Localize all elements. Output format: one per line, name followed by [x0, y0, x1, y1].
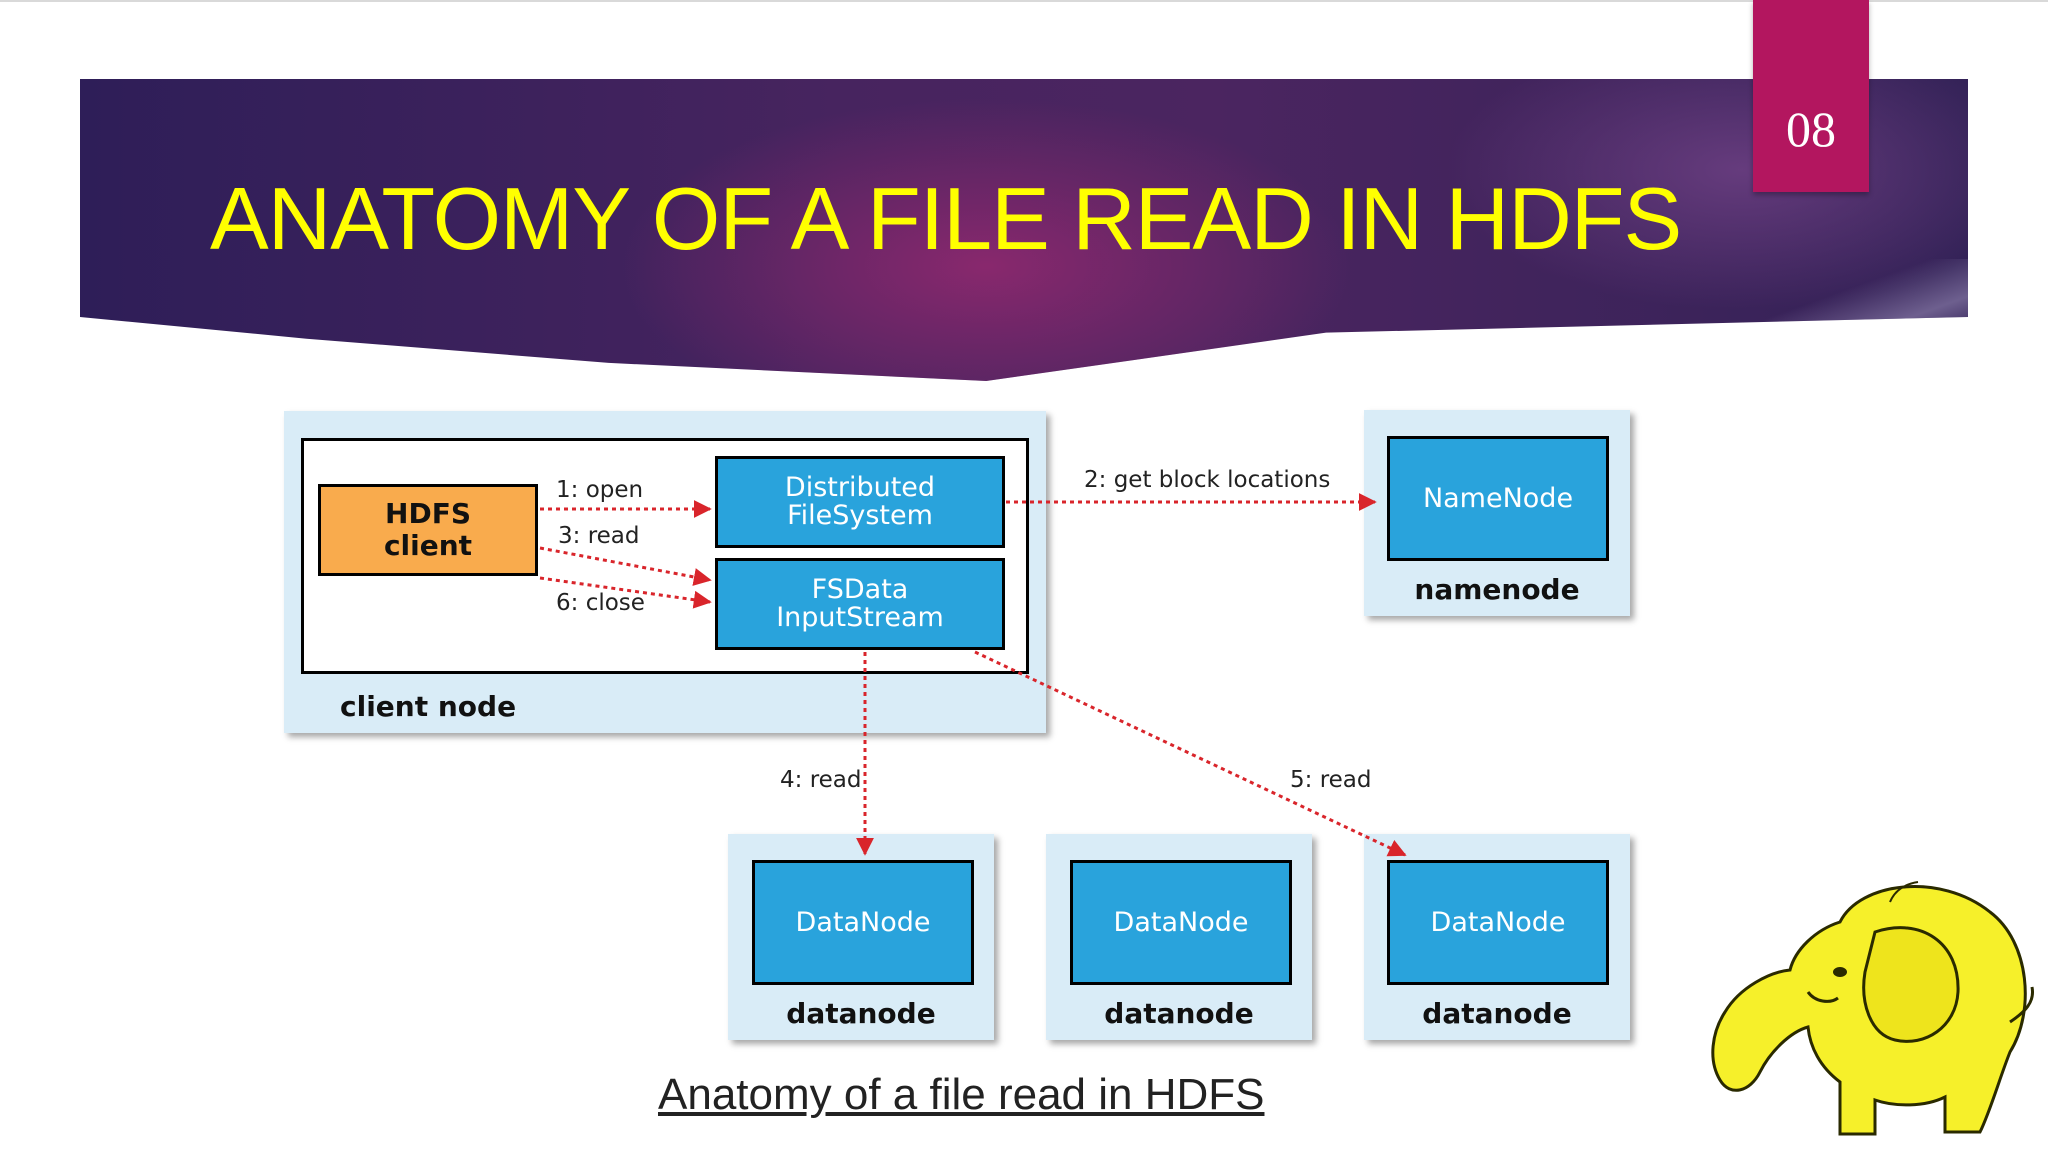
- slide-number: 08: [1786, 101, 1836, 157]
- namenode-label: namenode: [1414, 573, 1580, 606]
- datanode-2-label: datanode: [1104, 997, 1254, 1030]
- datanode-3-label: datanode: [1422, 997, 1572, 1030]
- edge-label-get-block-locations: 2: get block locations: [1084, 467, 1331, 493]
- distributed-filesystem-box: Distributed FileSystem: [715, 456, 1005, 548]
- namenode-box: NameNode: [1387, 436, 1609, 561]
- diagram-caption: Anatomy of a file read in HDFS: [658, 1070, 1265, 1119]
- datanode-1-box: DataNode: [752, 860, 974, 985]
- edge-label-read-5: 5: read: [1290, 767, 1372, 793]
- arrow-read-datanode-3: [974, 650, 1407, 857]
- edge-label-read-4: 4: read: [780, 767, 862, 793]
- client-node-label: client node: [340, 690, 517, 723]
- datanode-3-box: DataNode: [1387, 860, 1609, 985]
- edge-label-open: 1: open: [556, 477, 644, 503]
- datanode-1-label: datanode: [786, 997, 936, 1030]
- hdfs-client-box: HDFS client: [318, 484, 538, 576]
- slide-title: ANATOMY OF A FILE READ IN HDFS: [210, 169, 1682, 268]
- arrow-read: [539, 546, 712, 586]
- top-border: [0, 0, 2048, 2]
- edge-label-close: 6: close: [556, 590, 645, 616]
- slide-number-badge: 08: [1753, 0, 1869, 192]
- hadoop-elephant-icon: [1711, 881, 2035, 1136]
- fsdata-inputstream-box: FSData InputStream: [715, 558, 1005, 650]
- datanode-2-box: DataNode: [1070, 860, 1292, 985]
- edge-label-read: 3: read: [558, 523, 640, 549]
